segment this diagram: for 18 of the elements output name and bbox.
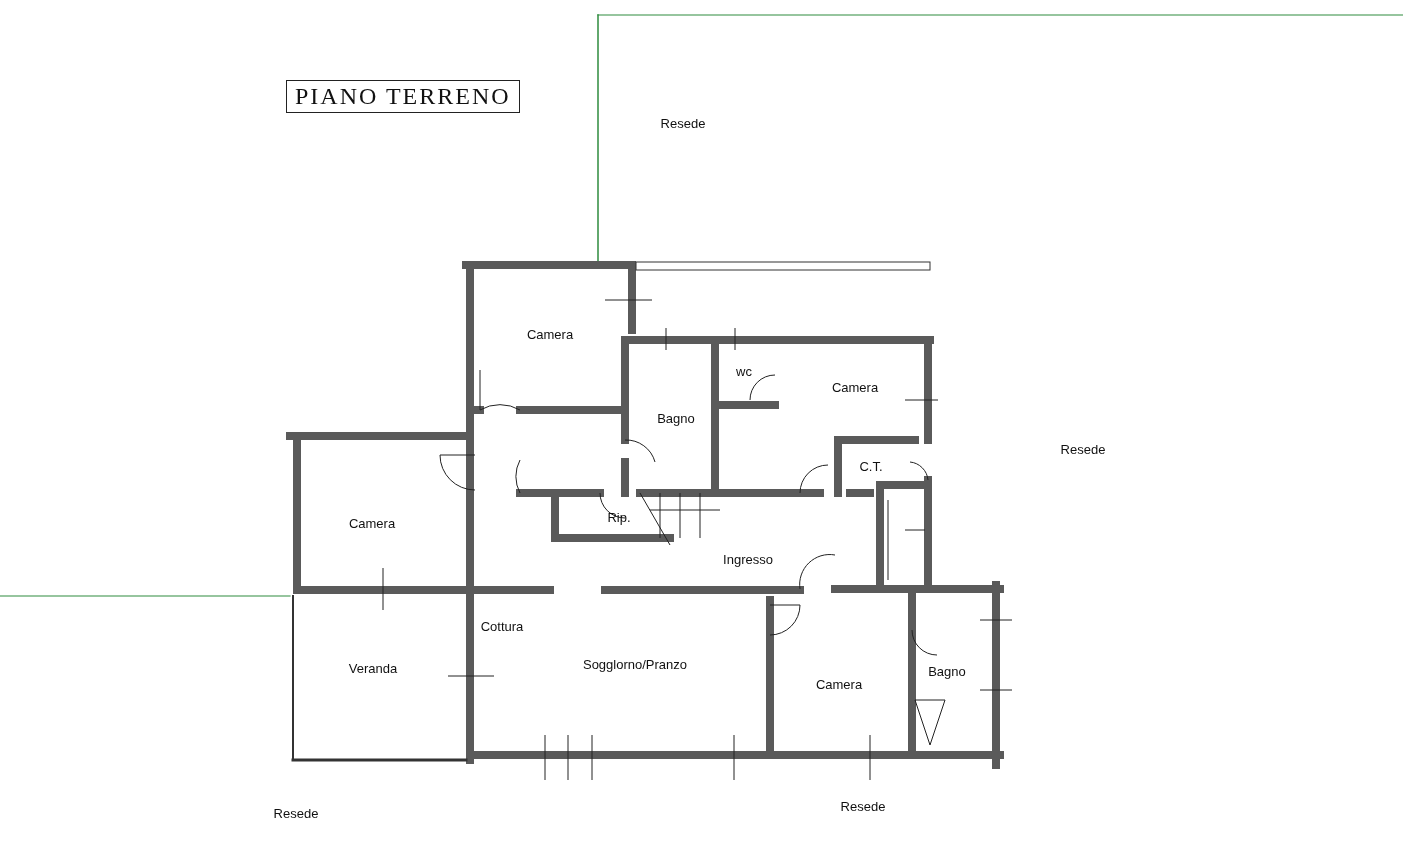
- room-label: Resede: [273, 805, 319, 821]
- room-label: C.T.: [859, 458, 883, 474]
- room-label: Cottura: [480, 618, 524, 634]
- room-label: Bagno: [657, 410, 695, 426]
- room-label: Bagno: [928, 663, 966, 679]
- title: PIANO TERRENO: [286, 80, 520, 113]
- room-label: wc: [736, 363, 752, 379]
- room-label: Rip.: [607, 509, 631, 525]
- room-label: Camera: [831, 379, 879, 395]
- room-label: Resede: [1060, 441, 1106, 457]
- room-label: Camera: [526, 326, 574, 342]
- room-label: Sogglorno/Pranzo: [582, 656, 688, 672]
- room-label: Resede: [660, 115, 706, 131]
- room-label: Resede: [840, 798, 886, 814]
- room-label: Camera: [348, 515, 396, 531]
- room-label: Ingresso: [723, 551, 773, 567]
- room-label: Veranda: [348, 660, 398, 676]
- room-label: Camera: [815, 676, 863, 692]
